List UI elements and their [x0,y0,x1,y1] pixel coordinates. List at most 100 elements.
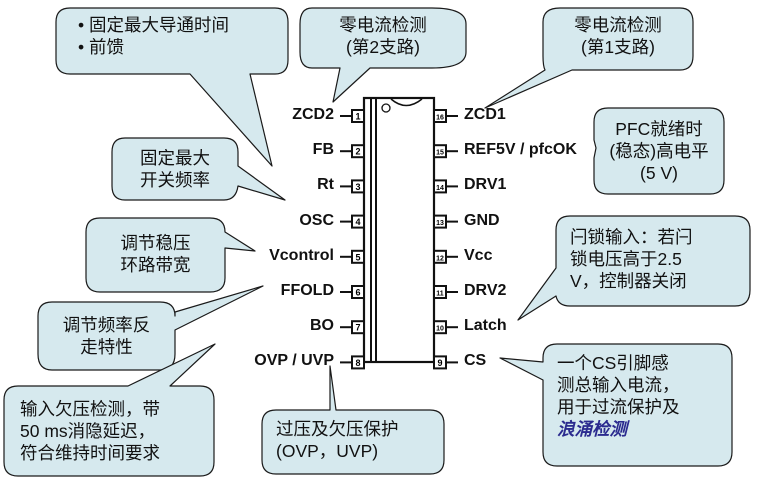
callout-osc-bubble [111,137,286,201]
pin-7: 7 [340,320,365,335]
chip-body [362,96,436,364]
pin-label-bo: BO [310,317,334,335]
pin-pad [433,320,447,335]
pin-5: 5 [340,249,365,264]
pin-pad [351,249,365,264]
pin-pad [433,109,447,123]
pin-pad [351,355,365,370]
callout-line: (第1支路) [581,37,655,57]
callout-line: 一个CS引脚感 [557,353,669,373]
callout-line: 零电流检测 [574,15,662,35]
callout-zcd2-bubble [299,7,467,103]
callout-pfcok: PFC就绪时 (稳态)高电平 (5 V) [594,118,724,184]
callout-osc: 固定最大 开关频率 [112,147,238,191]
callout-emphasis: 浪涌检测 [557,419,627,439]
pin-label-osc: OSC [299,211,334,229]
callout-line: 输入欠压检测，带 [20,399,160,419]
callout-line: 过压及欠压保护 [276,419,399,439]
callout-cs-bubble [499,343,733,467]
callout-ffold: 调节频率反 走特性 [38,314,175,358]
pin-number: 16 [436,115,444,122]
callout-line: 开关频率 [140,170,210,190]
pin-pad [351,320,365,335]
pin-number: 15 [436,150,444,157]
ic-chip [362,96,436,364]
pin-number: 14 [436,185,444,192]
callout-line: 测总输入电流， [557,375,680,395]
pin-9: 9 [433,355,458,370]
callout-latch: 闩锁输入：若闩 锁电压高于2.5 V，控制器关闭 [570,226,750,292]
callout-line: 零电流检测 [339,15,427,35]
callout-line: 调节稳压 [120,233,191,253]
pin-number: 5 [355,252,360,262]
pin-label-vcontrol: Vcontrol [269,246,334,264]
pin-pad [433,355,447,370]
pin-pad [351,144,365,159]
pin-label-ref5v-pfcok: REF5V / pfcOK [464,141,577,159]
pin-2: 2 [340,144,365,159]
pin-number: 12 [436,255,444,262]
pin-label-zcd2: ZCD2 [292,106,334,123]
callout-line: 固定最大 [140,148,210,168]
pin-number: 2 [355,147,360,157]
pin-label-fb: FB [312,141,334,159]
callout-ovp-bubble [261,365,445,475]
pin-label-ffold: FFOLD [280,282,334,299]
callout-line: (5 V) [640,163,678,183]
callout-latch-bubble [517,215,751,321]
callout-line: 50 ms消隐延迟， [20,421,156,441]
pin-pad [351,109,365,123]
callout-line: 锁电压高于2.5 [570,249,682,269]
pin-number: 8 [355,358,360,368]
pin-10: 10 [433,320,458,335]
callout-ovp: 过压及欠压保护 (OVP，UVP) [276,418,446,462]
callout-line: (第2支路) [346,37,420,57]
pin-1: 1 [340,109,365,123]
callout-bo: 输入欠压检测，带 50 ms消隐延迟， 符合维持时间要求 [20,398,215,464]
pin1-marker [381,103,391,113]
callout-top-left: • 固定最大导通时间 • 前馈 [78,14,288,58]
pin-label-vcc: Vcc [464,246,493,264]
pin-14: 14 [433,179,458,194]
pin-label-rt: Rt [317,176,334,194]
pin-pad [433,285,447,299]
callout-line: 环路带宽 [120,255,191,275]
callout-line: • 固定最大导通时间 [78,15,229,35]
pin-number: 7 [355,323,360,333]
callout-zcd1: 零电流检测 (第1支路) [543,14,693,58]
pin-pad [433,144,447,159]
pin-4: 4 [340,214,365,229]
callout-line: 闩锁输入：若闩 [570,227,693,247]
pin-number: 9 [437,358,442,368]
callout-line: (OVP，UVP) [276,441,379,461]
callout-zcd1-bubble [484,7,694,109]
pin-8: 8 [340,355,365,370]
pin-label-zcd1: ZCD1 [464,106,506,123]
callout-line: 走特性 [80,337,133,357]
pin-label-gnd: GND [464,211,500,229]
pin-label-drv1: DRV1 [464,176,507,194]
callout-zcd2: 零电流检测 (第2支路) [300,14,466,58]
callout-line: 用于过流保护及 [557,397,680,417]
callout-vcontrol: 调节稳压 环路带宽 [86,232,225,276]
pin-pad [351,179,365,194]
pin-15: 15 [433,144,458,159]
pin-number: 10 [436,326,444,333]
pin-number: 6 [355,288,360,298]
callout-line: V，控制器关闭 [570,271,687,291]
pin-label-ovp-uvp: OVP / UVP [254,352,334,370]
pin-number: 13 [436,220,444,227]
chip-notch [390,98,423,107]
pin-6: 6 [340,285,365,299]
pin-number: 4 [355,217,360,227]
pin-label-cs: CS [464,352,487,370]
callout-line: (稳态)高电平 [609,141,709,161]
pin-11: 11 [433,285,458,299]
pin-pad [351,214,365,229]
callout-cs: 一个CS引脚感 测总输入电流， 用于过流保护及 浪涌检测 [557,352,732,440]
callout-pfcok-bubble [593,107,725,195]
pin-number: 1 [355,112,360,122]
pin-number: 3 [355,182,360,192]
callout-line: PFC就绪时 [615,119,703,139]
